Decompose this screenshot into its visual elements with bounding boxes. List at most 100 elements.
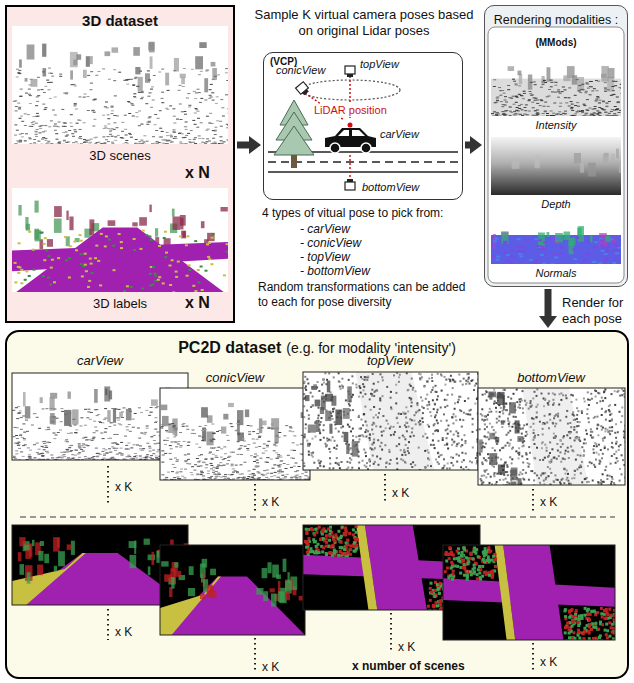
point: [216, 468, 219, 469]
point-cluster: [211, 62, 216, 67]
point: [280, 460, 283, 461]
point: [128, 424, 131, 425]
point: [184, 469, 187, 470]
point: [154, 422, 157, 423]
point: [577, 106, 580, 107]
point: [611, 86, 614, 87]
point: [520, 104, 523, 105]
point: [212, 143, 215, 144]
point: [119, 424, 122, 425]
point: [149, 116, 152, 117]
point: [614, 106, 617, 107]
point: [279, 479, 282, 480]
point: [73, 105, 76, 106]
point: [133, 96, 136, 97]
point-cluster: [149, 205, 151, 213]
point: [493, 79, 496, 80]
point: [108, 448, 111, 449]
point: [120, 137, 123, 138]
point: [612, 262, 616, 264]
point: [42, 71, 45, 72]
point-cluster: [611, 154, 615, 162]
point: [111, 107, 114, 108]
point: [18, 73, 21, 74]
point: [118, 453, 121, 454]
point: [166, 132, 169, 133]
point: [568, 106, 571, 107]
point: [18, 73, 21, 74]
point: [111, 113, 114, 114]
point: [182, 137, 185, 138]
point: [113, 425, 116, 426]
point-cluster: [580, 163, 584, 173]
point: [593, 113, 596, 114]
point: [128, 102, 131, 103]
point: [92, 110, 95, 111]
point: [111, 143, 114, 144]
point: [75, 109, 78, 110]
point: [140, 143, 143, 144]
point: [175, 446, 178, 447]
point: [22, 416, 25, 417]
point: [120, 448, 123, 449]
point: [113, 69, 116, 70]
point: [165, 143, 168, 144]
point: [172, 108, 175, 109]
image-ground: [491, 79, 621, 116]
point: [175, 271, 178, 273]
point: [237, 441, 240, 442]
point: [67, 142, 70, 143]
point: [524, 107, 527, 108]
point: [275, 435, 278, 436]
point: [544, 111, 547, 112]
point: [574, 105, 577, 106]
point: [29, 457, 32, 458]
point: [28, 458, 31, 459]
point: [16, 427, 19, 428]
point: [165, 430, 168, 431]
point: [293, 466, 296, 467]
point: [143, 144, 146, 145]
point: [554, 257, 558, 259]
point: [105, 102, 108, 103]
point: [604, 91, 607, 92]
point-cluster: [212, 68, 217, 80]
point: [605, 258, 609, 260]
point-cluster: [145, 73, 150, 83]
point: [608, 113, 611, 114]
point: [167, 90, 170, 91]
point: [68, 277, 71, 279]
point: [262, 453, 265, 454]
point: [562, 87, 565, 88]
point: [283, 435, 286, 436]
point: [47, 82, 50, 83]
point: [214, 127, 217, 128]
point: [247, 450, 250, 451]
point: [266, 473, 269, 474]
point-cluster: [547, 232, 550, 237]
point-cluster: [568, 238, 575, 246]
point: [598, 112, 601, 113]
point: [93, 421, 96, 422]
point: [103, 419, 106, 420]
point: [92, 100, 95, 101]
point: [496, 112, 499, 113]
point: [138, 92, 141, 93]
point: [154, 443, 157, 444]
point: [523, 91, 526, 92]
point: [134, 453, 137, 454]
point: [572, 249, 576, 251]
point: [95, 448, 98, 449]
point: [111, 128, 114, 129]
point: [48, 89, 51, 90]
point: [102, 438, 105, 439]
point: [64, 236, 67, 238]
point: [263, 470, 266, 471]
point: [75, 141, 78, 142]
point: [91, 272, 94, 274]
point: [550, 82, 553, 83]
point: [179, 104, 182, 105]
point: [591, 90, 594, 91]
point: [243, 441, 246, 442]
point: [121, 417, 124, 418]
